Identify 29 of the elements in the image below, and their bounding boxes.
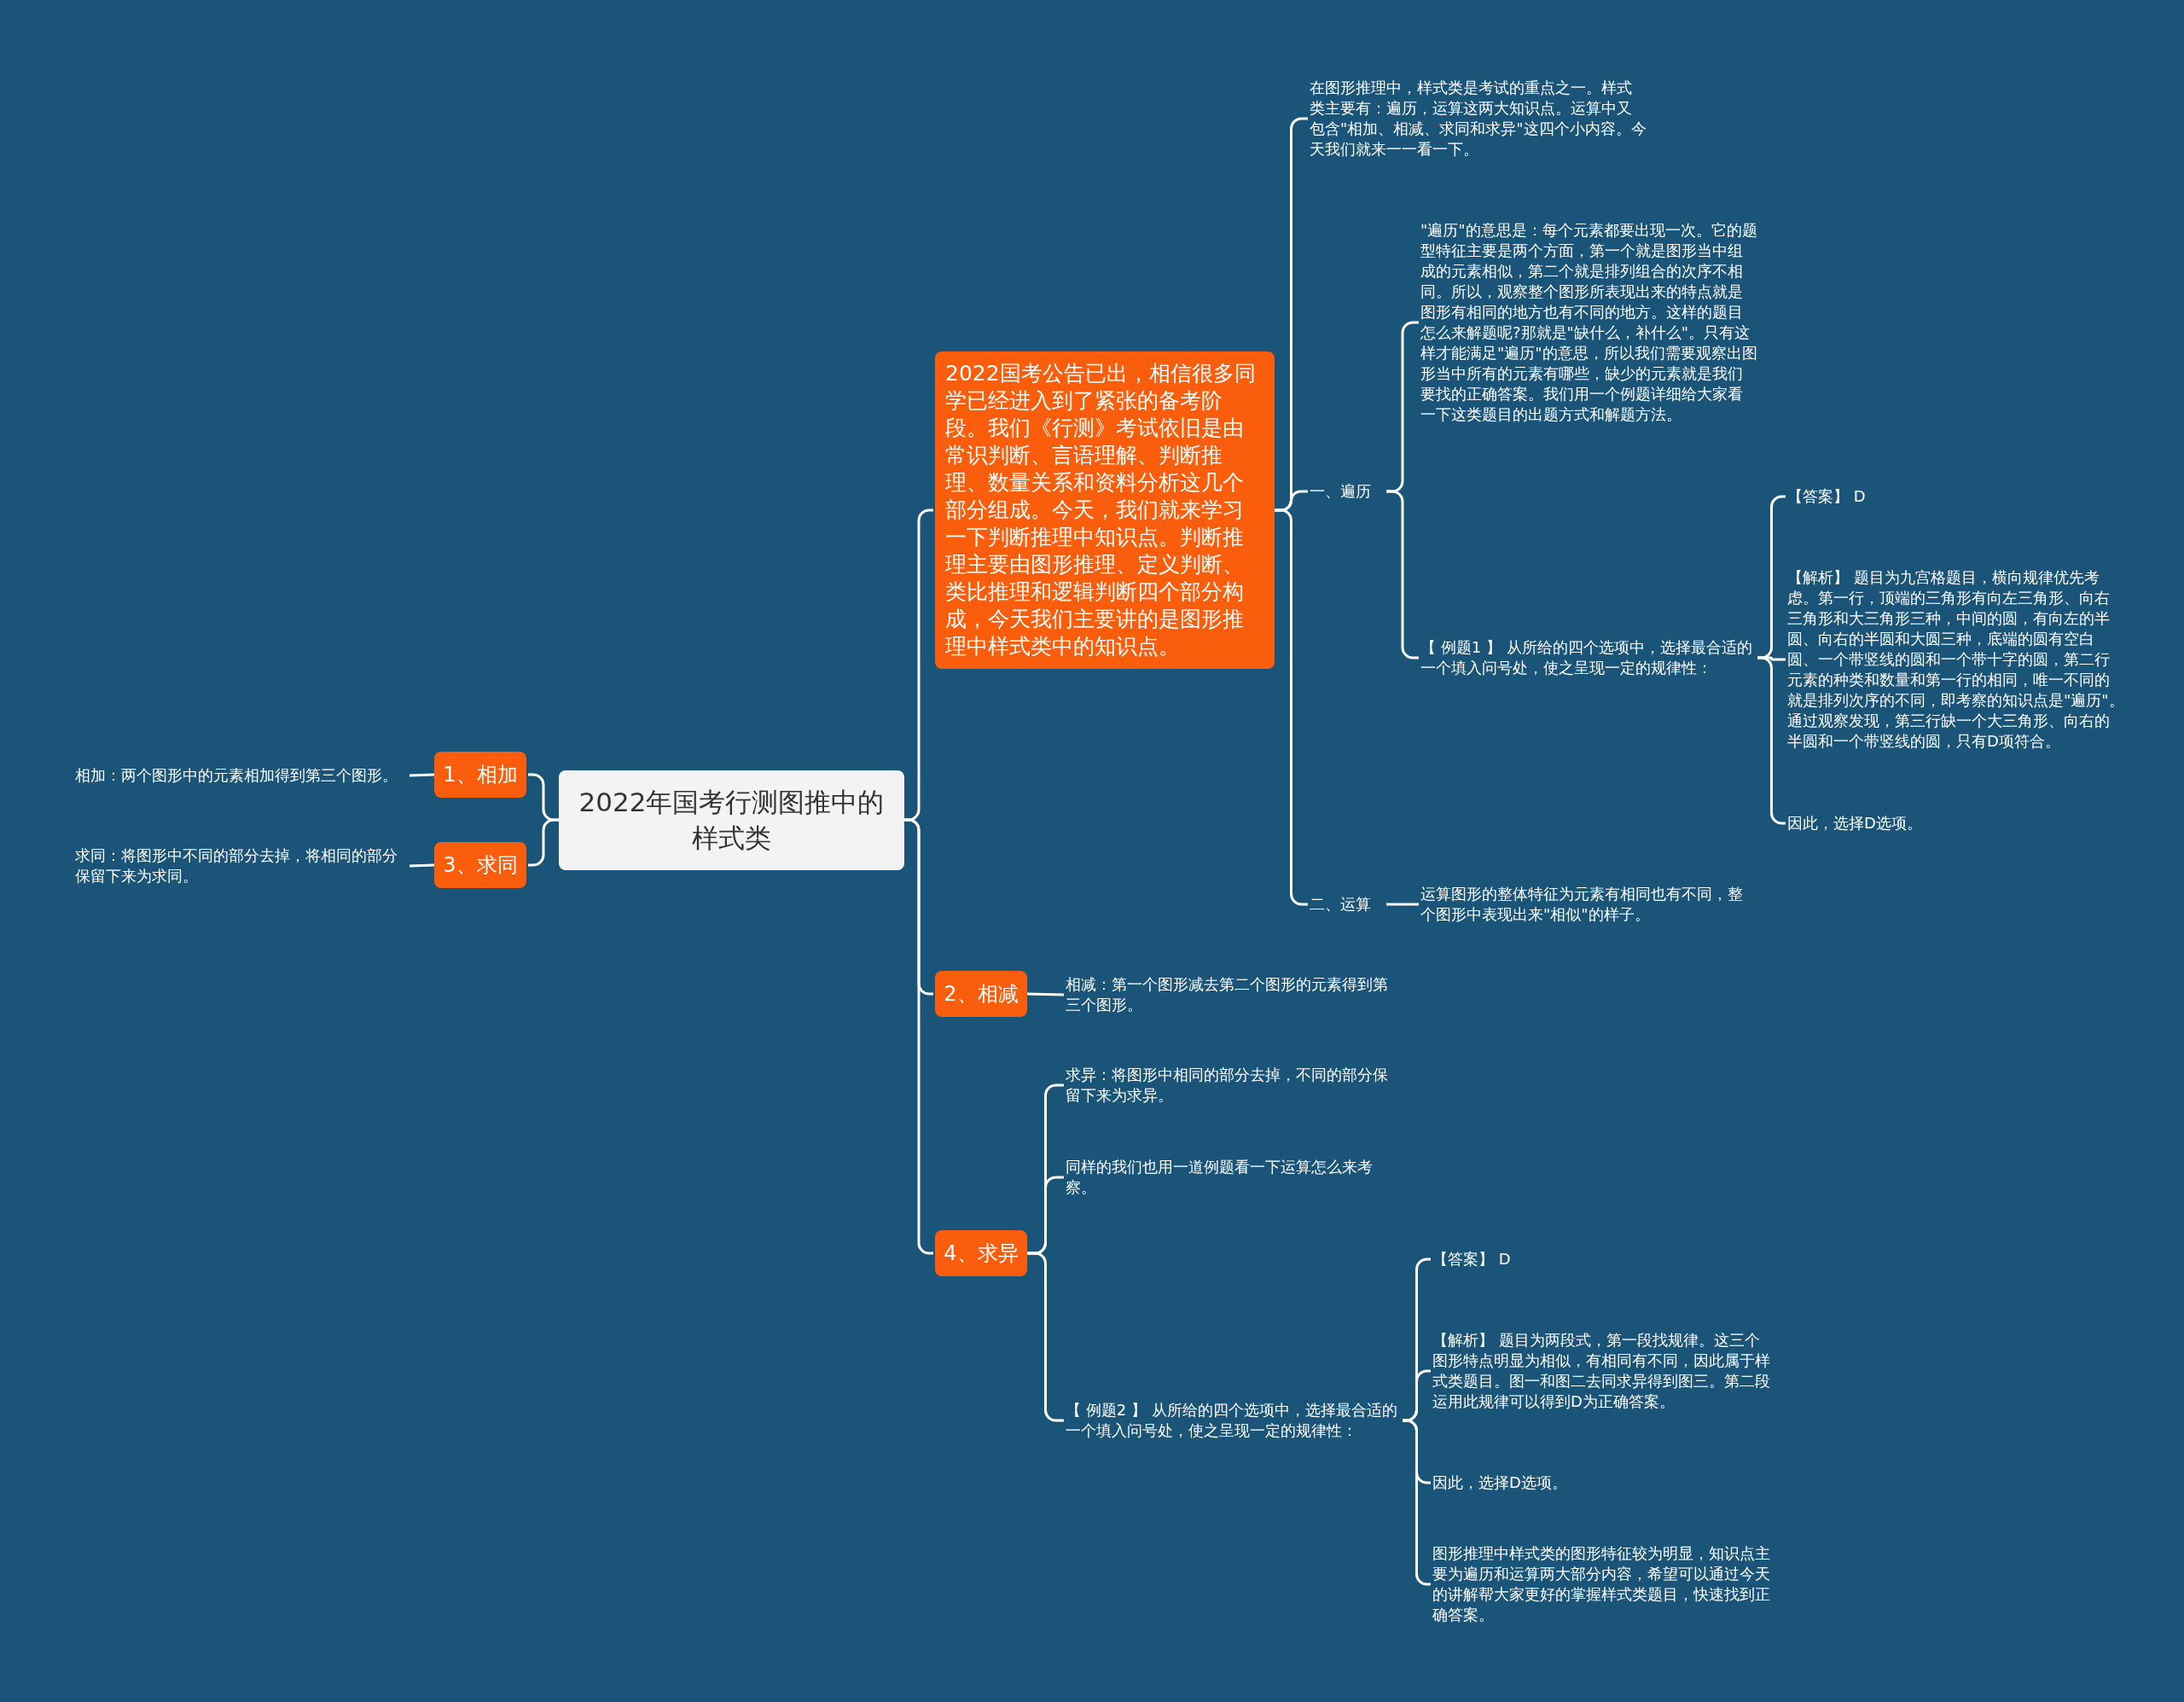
topic-text: 【答案】 D [1787, 486, 1907, 507]
topic-box: 4、求异 [935, 1230, 1027, 1276]
topic-text: 二、运算 [1310, 894, 1386, 915]
topic-text: 【 例题2 】 从所给的四个选项中，选择最合适的一个填入问号处，使之呈现一定的规律性： [1066, 1400, 1403, 1441]
topic-box: 3、求同 [434, 842, 526, 888]
connector-line [409, 863, 435, 868]
topic-text: 同样的我们也用一道例题看一下运算怎么来考察。 [1066, 1157, 1403, 1198]
topic-text: 求同：将图形中不同的部分去掉，将相同的部分保留下来为求同。 [75, 845, 408, 886]
topic-text: 图形推理中样式类的图形特征较为明显，知识点主要为遍历和运算两大部分内容，希望可以通过今天的讲解帮大家更好的掌握样式类题目，快速找到正确答案。 [1432, 1543, 1774, 1625]
topic-text: 【解析】 题目为两段式，第一段找规律。这三个图形特点明显为相似，有相同有不同，因此属于样式类题目。图一和图二去同求异得到图三。第二段运用此规律可以得到D为正确答案。 [1432, 1330, 1774, 1412]
central-topic-box: 2022年国考行测图推中的样式类 [559, 770, 904, 870]
topic-text: 因此，选择D选项。 [1432, 1473, 1603, 1493]
topic-text: 【 例题1 】 从所给的四个选项中，选择最合适的一个填入问号处，使之呈现一定的规律性： [1420, 637, 1757, 678]
topic-text: "遍历"的意思是：每个元素都要出现一次。它的题型特征主要是两个方面，第一个就是图形当中组成的元素相似，第二个就是排列组合的次序不相同。所以，观察整个图形所表现出来的特点就是图形有相同的地方也有不同的地方。这样的题目怎么来解题呢?那就是"缺什么，补什么"。只有这样才能满足"遍历"的意思，所以我们需要观察出图形当中所有的元素有哪些，缺少的元素就是我们要找的正确答案。我们用一个例题详细给大家看一下这类题目的出题方式和解题方法。 [1420, 220, 1757, 425]
topic-text: 【答案】 D [1432, 1249, 1552, 1269]
topic-text: 相加：两个图形中的元素相加得到第三个图形。 [75, 765, 408, 786]
topic-text: 相减：第一个图形减去第二个图形的元素得到第三个图形。 [1066, 974, 1403, 1015]
topic-text: 运算图形的整体特征为元素有相同也有不同，整个图形中表现出来"相似"的样子。 [1420, 884, 1757, 925]
topic-text: 求异：将图形中相同的部分去掉，不同的部分保留下来为求异。 [1066, 1065, 1403, 1106]
topic-text: 【解析】 题目为九宫格题目，横向规律优先考虑。第一行，顶端的三角形有向左三角形、向右三角形和大三角形三种，中间的圆，有向左的半圆、向右的半圆和大圆三种，底端的圆有空白圆、一个带竖线的圆和一个带十字的圆，第二行元素的种类和数量和第一行的相同，唯一不同的就是排列次序的不同，即考察的知识点是"遍历"。通过观察发现，第三行缺一个大三角形、向右的半圆和一个带竖线的圆，只有D项符合。 [1787, 567, 2124, 752]
connector-line [1386, 903, 1419, 906]
topic-box: 2、相减 [935, 971, 1027, 1017]
topic-text: 在图形推理中，样式类是考试的重点之一。样式类主要有：遍历，运算这两大知识点。运算中又包含"相加、相减、求同和求异"这四个小内容。今天我们就来一一看一下。 [1310, 78, 1647, 160]
topic-box: 1、相加 [434, 752, 526, 798]
connector-line [1026, 992, 1065, 996]
connector-line [409, 773, 435, 777]
topic-text: 一、遍历 [1310, 481, 1386, 502]
topic-text: 因此，选择D选项。 [1787, 813, 1958, 834]
topic-box: 2022国考公告已出，相信很多同学已经进入到了紧张的备考阶段。我们《行测》考试依旧是由常识判断、言语理解、判断推理、数量关系和资料分析这几个部分组成。今天，我们就来学习一下判断推理中知识点。判断推理主要由图形推理、定义判断、类比推理和逻辑判断四个部分构成，今天我们主要讲的是图形推理中样式类中的知识点。 [935, 351, 1275, 669]
